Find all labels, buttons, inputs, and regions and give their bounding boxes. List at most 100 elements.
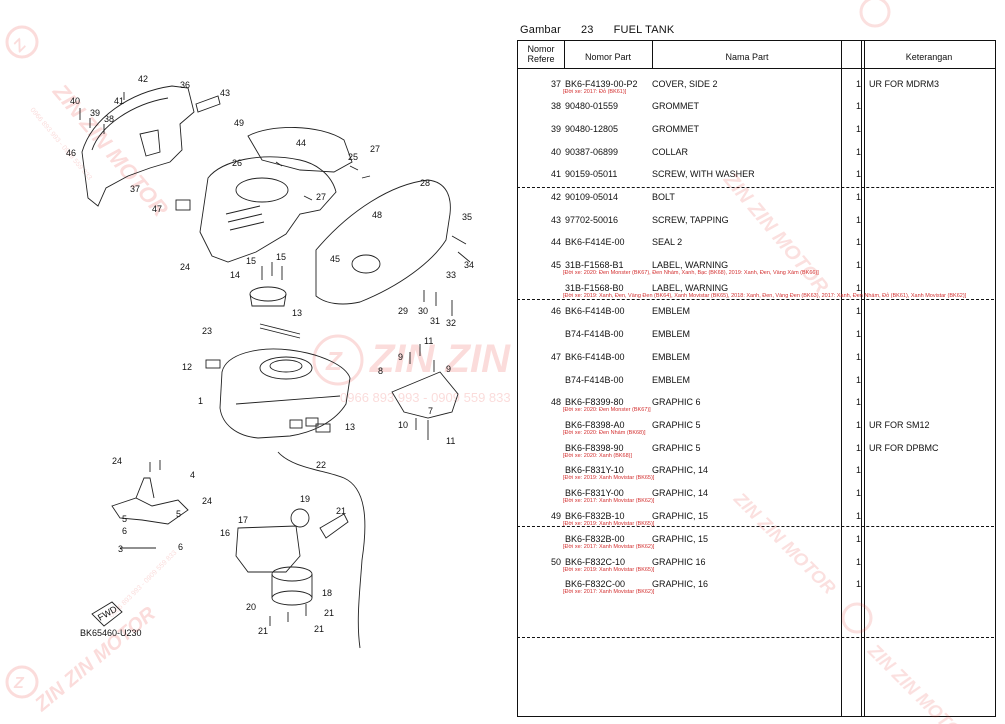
- callout: 34: [464, 260, 474, 270]
- callout: 5: [176, 509, 181, 519]
- callout: 21: [258, 626, 268, 636]
- callout: 46: [66, 148, 76, 158]
- callout: 36: [180, 80, 190, 90]
- callout: 20: [246, 602, 256, 612]
- row-separator: [517, 187, 994, 188]
- callout: 13: [345, 422, 355, 432]
- callout: 4: [190, 470, 195, 480]
- col-divider: [564, 40, 565, 68]
- callout: 49: [234, 118, 244, 128]
- callout: 16: [220, 528, 230, 538]
- col-header-part: Nomor Part: [584, 52, 631, 62]
- row-separator: [517, 299, 994, 300]
- callout: 32: [446, 318, 456, 328]
- svg-text:Z: Z: [13, 675, 25, 692]
- callout: 44: [296, 138, 306, 148]
- callout: 15: [246, 256, 256, 266]
- callout: 25: [348, 152, 358, 162]
- callout: 8: [378, 366, 383, 376]
- col-header-ref: Nomor Refere: [527, 44, 555, 64]
- fwd-arrow-icon: [91, 601, 123, 627]
- svg-text:ZIN ZIN MOTOR: ZIN ZIN MOTOR: [30, 602, 160, 716]
- callout: 37: [130, 184, 140, 194]
- tank-cover-part: [199, 156, 337, 263]
- callout: 22: [316, 460, 326, 470]
- callout: 12: [182, 362, 192, 372]
- callout: 11: [424, 336, 433, 346]
- svg-text:0966 893 993 - 0909 559 833: 0966 893 993 - 0909 559 833: [340, 390, 511, 405]
- page-title: Gambar 23 FUEL TANK: [520, 24, 694, 36]
- callout: 41: [114, 96, 124, 106]
- watermark-logo: Z ZIN ZIN MOTOR 0966 893 993 - 0909 559 …: [5, 25, 515, 716]
- callout: 26: [232, 158, 242, 168]
- callout: 47: [152, 204, 162, 214]
- col-divider: [861, 40, 862, 716]
- callout: 24: [112, 456, 122, 466]
- callout: 23: [202, 326, 212, 336]
- callout: 19: [300, 494, 310, 504]
- section-title: FUEL TANK: [613, 24, 675, 36]
- callout: 7: [428, 406, 433, 416]
- callout: 9: [446, 364, 451, 374]
- col-header-name: Nama Part: [725, 52, 769, 62]
- fuel-hose-part: [277, 451, 366, 649]
- parts-list-panel: Gambar 23 FUEL TANK Nomor Refere Nomor Par…: [515, 0, 1005, 724]
- fuel-tank-part: [219, 348, 351, 439]
- callout: 35: [462, 212, 472, 222]
- row-separator: [517, 637, 994, 638]
- tank-bracket-part: [391, 371, 459, 419]
- callout: 33: [446, 270, 456, 280]
- callout: 10: [398, 420, 408, 430]
- callout: 3: [118, 544, 123, 554]
- callout: 5: [122, 514, 127, 524]
- callout: 28: [420, 178, 430, 188]
- callout: 21: [336, 506, 346, 516]
- callout: 30: [418, 306, 428, 316]
- callout: 43: [220, 88, 230, 98]
- callout: 24: [202, 496, 212, 506]
- fuel-pump-part: [235, 525, 301, 573]
- callout: 6: [122, 526, 127, 536]
- col-divider: [652, 40, 653, 68]
- callout: 24: [180, 262, 190, 272]
- callout-labels: 1 3 4 5 5 6 6 7 8 9 9 10 11 11 12 13 13 …: [66, 74, 474, 638]
- col-divider: [864, 40, 865, 716]
- callout: 6: [178, 542, 183, 552]
- callout: 45: [330, 254, 340, 264]
- callout: 27: [316, 192, 326, 202]
- callout: 21: [314, 624, 324, 634]
- callout: 40: [70, 96, 80, 106]
- col-divider: [841, 40, 842, 716]
- callout: 38: [104, 114, 114, 124]
- side-panel-part: [315, 179, 451, 305]
- callout: 39: [90, 108, 100, 118]
- gambar-number: 23: [580, 24, 594, 36]
- callout: 15: [276, 252, 286, 262]
- gambar-label: Gambar: [520, 24, 561, 36]
- callout: 13: [292, 308, 302, 318]
- callout: 48: [372, 210, 382, 220]
- callout: 17: [238, 515, 248, 525]
- callout: 42: [138, 74, 148, 84]
- side-cover-part: [81, 85, 195, 207]
- row-separator: [517, 526, 994, 527]
- callout: 1: [198, 396, 203, 406]
- callout: 18: [322, 588, 332, 598]
- callout: 29: [398, 306, 408, 316]
- svg-text:Z: Z: [325, 346, 343, 376]
- callout: 11: [446, 436, 455, 446]
- pump-flange-part: [249, 286, 287, 302]
- table-top-border: [517, 40, 995, 41]
- tank-front-cover-part: [247, 127, 353, 173]
- callout: 31: [430, 316, 440, 326]
- svg-text:ZIN ZIN MOTOR: ZIN ZIN MOTOR: [369, 337, 515, 381]
- callout: 14: [230, 270, 240, 280]
- lower-bracket-part: [111, 497, 189, 525]
- exploded-parts-diagram: Z ZIN ZIN MOTOR 0966 893 993 - 0909 559 …: [5, 25, 515, 716]
- col-header-note: Keterangan: [905, 52, 953, 62]
- callout: 21: [324, 608, 334, 618]
- parts-table: [517, 40, 996, 717]
- callout: 27: [370, 144, 380, 154]
- header-bottom-border: [517, 68, 995, 69]
- model-code: BK65460-U230: [80, 628, 142, 638]
